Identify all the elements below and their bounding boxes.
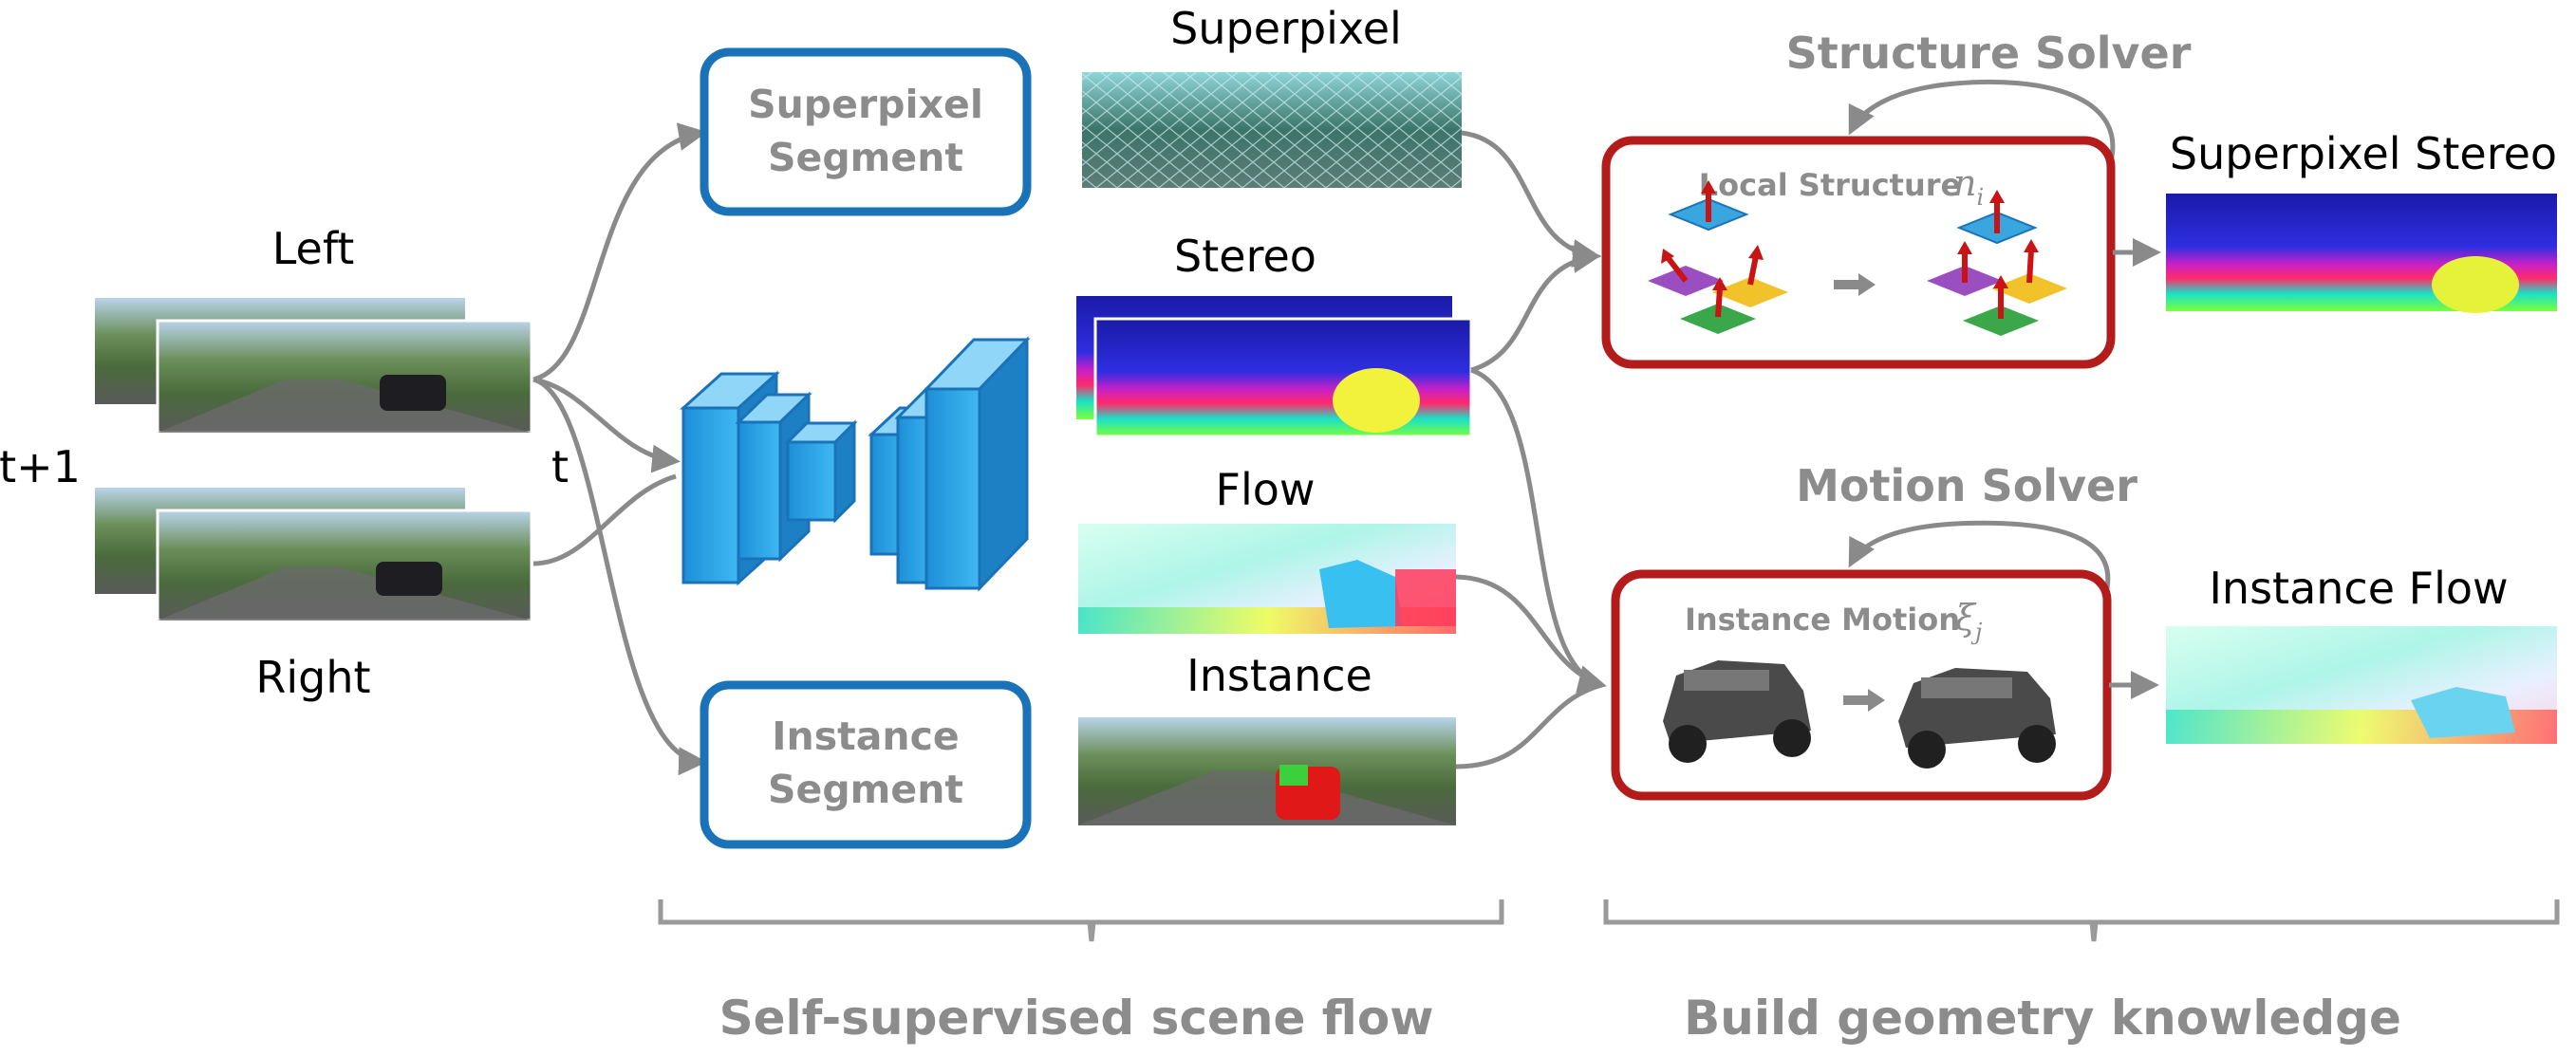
- superpixel-segment-box: Superpixel Segment: [700, 47, 1032, 216]
- t-plus-1-label: t+1: [0, 441, 81, 492]
- local-structure-symbol: ni: [1953, 162, 1984, 211]
- geometry-knowledge-section-label: Build geometry knowledge: [1684, 991, 2401, 1046]
- car-icon-after: [1898, 668, 2056, 769]
- motion-loop-arrow: [1848, 520, 2111, 589]
- motion-solver-box: Instance Motion ξj: [1611, 569, 2112, 801]
- stereo-output-image: [1076, 296, 1473, 438]
- structure-solver-box: Local Structure ni: [1601, 136, 2116, 369]
- local-planes-icon-before: [1648, 180, 1788, 334]
- superpixel-output-image: [1082, 72, 1462, 188]
- instance-output-label: Instance: [1186, 650, 1372, 701]
- instance-output-image: [1078, 717, 1456, 825]
- instance-flow-image: [2166, 626, 2557, 744]
- motion-solver-title: Motion Solver: [1796, 460, 2137, 511]
- structure-solver-title: Structure Solver: [1786, 28, 2192, 79]
- instance-flow-label: Instance Flow: [2209, 563, 2508, 614]
- instance-motion-label: Instance Motion: [1685, 602, 1960, 638]
- flow-output-image: [1078, 524, 1456, 634]
- structure-loop-arrow: [1848, 79, 2116, 162]
- left-brace: [658, 899, 1504, 942]
- local-structure-label: Local Structure: [1699, 167, 1961, 203]
- superpixel-segment-line1: Superpixel: [748, 82, 983, 127]
- input-connectors: [532, 122, 707, 776]
- car-icon-before: [1663, 660, 1811, 763]
- left-label: Left: [272, 223, 355, 274]
- superpixel-stereo-image: [2166, 194, 2557, 313]
- flow-output-label: Flow: [1215, 464, 1315, 515]
- self-supervised-section-label: Self-supervised scene flow: [719, 991, 1434, 1046]
- instance-segment-line2: Segment: [768, 767, 963, 812]
- network-icon: [680, 336, 1031, 592]
- stereo-output-label: Stereo: [1174, 231, 1316, 282]
- t-label: t: [551, 441, 569, 492]
- input-images: [95, 298, 533, 622]
- superpixel-stereo-label: Superpixel Stereo: [2170, 128, 2557, 179]
- instance-segment-box: Instance Segment: [700, 680, 1032, 849]
- superpixel-output-label: Superpixel: [1170, 3, 1402, 54]
- local-planes-icon-after: [1927, 190, 2067, 336]
- superpixel-segment-line2: Segment: [768, 135, 963, 180]
- instance-segment-line1: Instance: [772, 713, 959, 759]
- right-brace: [1603, 899, 2560, 942]
- right-label: Right: [255, 652, 370, 703]
- solver-connectors: [1455, 130, 1607, 769]
